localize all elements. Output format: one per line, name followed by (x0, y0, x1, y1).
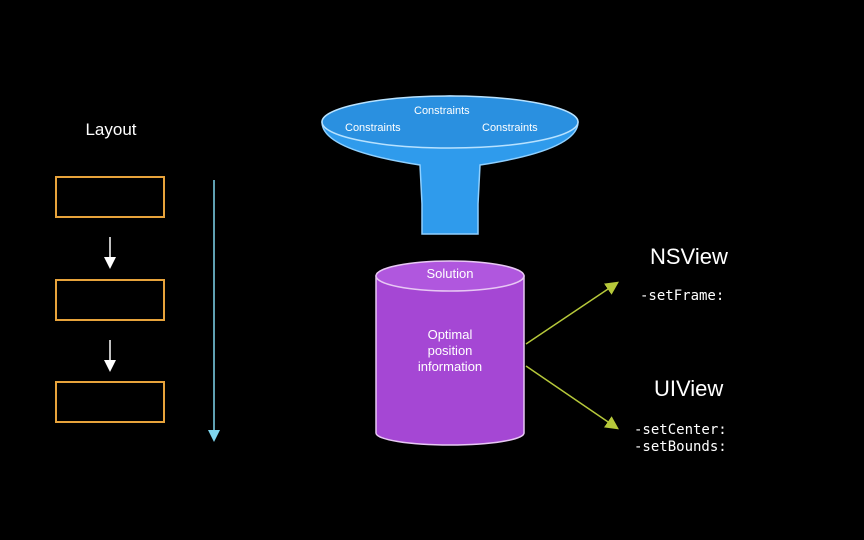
cylinder-body-line-2: position (427, 343, 473, 358)
layout-box-3 (55, 381, 165, 423)
cylinder-body-label: Optimal position information (390, 327, 510, 375)
cylinder-top-label: Solution (426, 266, 474, 281)
funnel-label-left: Constraints (345, 122, 401, 134)
nsview-arrow (525, 281, 619, 345)
nsview-title: NSView (650, 244, 728, 269)
nsview-method-setframe: -setFrame: (640, 288, 725, 304)
uiview-title: UIView (654, 376, 724, 401)
cylinder-body-line-1: Optimal (427, 327, 473, 342)
funnel-label-right: Constraints (482, 122, 538, 134)
layout-box-1 (55, 176, 165, 218)
uiview-method-setbounds: -setBounds: (634, 439, 727, 455)
solution-cylinder (375, 260, 525, 446)
funnel-label-top: Constraints (414, 105, 470, 117)
uiview-method-setcenter: -setCenter: (634, 422, 727, 438)
layout-box-2 (55, 279, 165, 321)
uiview-arrow (525, 365, 619, 430)
cylinder-body-line-3: information (417, 359, 483, 374)
uiview-methods: -setCenter:-setBounds: (634, 422, 727, 456)
layout-title: Layout (85, 120, 137, 139)
funnel (321, 95, 579, 235)
